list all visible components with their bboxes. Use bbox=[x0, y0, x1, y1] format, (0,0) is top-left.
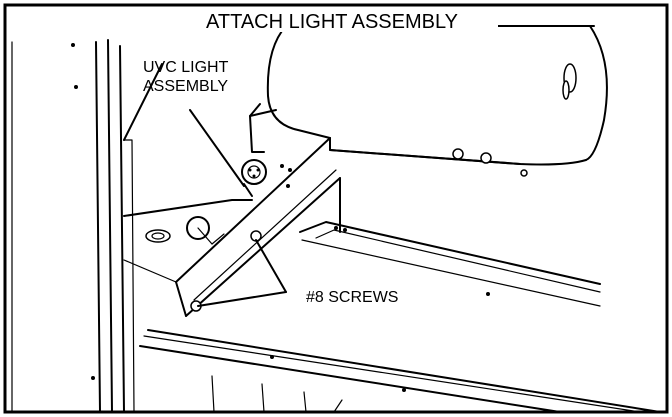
uvc-leader-line bbox=[123, 63, 163, 141]
plate-surface bbox=[123, 199, 253, 283]
cabinet-left-panel bbox=[11, 39, 135, 413]
uvc-light-label-line1: UVC LIGHT bbox=[143, 59, 229, 76]
screws-label: #8 SCREWS bbox=[306, 289, 398, 306]
floor-panel bbox=[139, 329, 661, 413]
cable-clip bbox=[145, 216, 225, 245]
uvc-leader-line-2 bbox=[189, 109, 245, 187]
diagram-border bbox=[3, 3, 669, 414]
screw-leader-line-1 bbox=[255, 239, 287, 293]
inner-tray bbox=[299, 177, 601, 307]
bracket-and-connector bbox=[241, 103, 277, 197]
leader-lines bbox=[123, 63, 287, 307]
title-backdrop bbox=[168, 8, 498, 32]
uvc-light-label-line2: ASSEMBLY bbox=[143, 78, 228, 95]
diagram-title: ATTACH LIGHT ASSEMBLY bbox=[206, 11, 458, 33]
screw-leader-line-2 bbox=[197, 291, 287, 307]
uvc-light-cylinder bbox=[266, 17, 608, 177]
